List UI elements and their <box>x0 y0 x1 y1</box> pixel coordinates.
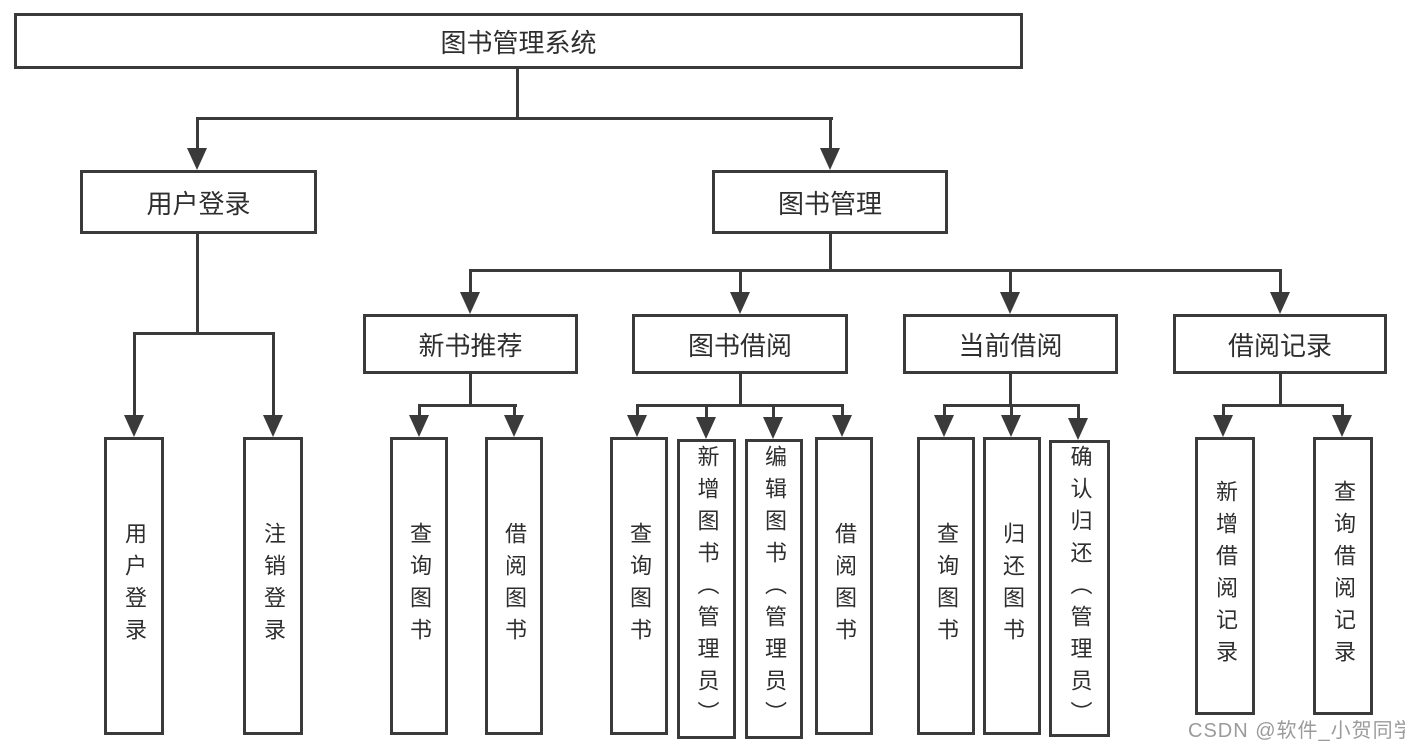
leaf-query-borrow-record: 查询借阅记录 <box>1313 437 1373 715</box>
connector-line <box>1009 374 1012 406</box>
node-label: 当前借阅 <box>958 330 1063 361</box>
node-book-borrowing: 图书借阅 <box>632 314 848 374</box>
leaf-label: 查询借阅记录 <box>1331 480 1356 672</box>
node-label: 借阅记录 <box>1227 330 1332 361</box>
connector-line <box>829 117 832 150</box>
leaf-query-books: 查询图书 <box>610 437 668 735</box>
connector-line <box>841 404 844 418</box>
arrowhead-icon <box>820 148 840 170</box>
arrowhead-icon <box>1068 418 1088 440</box>
connector-line <box>133 332 136 417</box>
connector-line <box>772 404 775 418</box>
connector-line <box>705 404 708 418</box>
connector-line <box>196 117 199 150</box>
leaf-label: 用户登录 <box>122 522 147 650</box>
connector-line <box>196 234 199 334</box>
connector-line <box>1009 269 1012 295</box>
arrowhead-icon <box>763 417 783 439</box>
leaf-borrow-books: 借阅图书 <box>485 437 543 735</box>
connector-line <box>943 404 946 418</box>
node-label: 新书推荐 <box>418 330 523 361</box>
connector-line <box>513 404 516 418</box>
node-label: 用户登录 <box>146 188 251 219</box>
arrowhead-icon <box>696 417 716 439</box>
node-label: 图书管理 <box>777 188 882 219</box>
node-user-login: 用户登录 <box>80 170 317 234</box>
leaf-label: 注销登录 <box>261 522 286 650</box>
arrowhead-icon <box>1001 415 1021 437</box>
connector-line <box>1279 374 1282 406</box>
leaf-return-books: 归还图书 <box>983 437 1041 735</box>
connector-line <box>516 67 519 119</box>
leaf-add-borrow-record: 新增借阅记录 <box>1195 437 1255 715</box>
node-current-borrowing: 当前借阅 <box>903 314 1118 374</box>
leaf-query-books: 查询图书 <box>917 437 975 735</box>
connector-line <box>469 269 472 295</box>
node-borrowing-records: 借阅记录 <box>1173 314 1387 374</box>
leaf-user-login: 用户登录 <box>104 437 164 735</box>
leaf-label: 确认归还（管理员） <box>1067 444 1093 733</box>
connector-line <box>636 404 639 418</box>
arrowhead-icon <box>1332 415 1352 437</box>
connector-line <box>196 117 833 120</box>
leaf-add-books-admin: 新增图书（管理员） <box>677 439 736 739</box>
arrowhead-icon <box>409 415 429 437</box>
leaf-label: 编辑图书（管理员） <box>762 445 787 733</box>
connector-line <box>418 404 421 418</box>
node-label: 图书管理系统 <box>440 27 597 58</box>
leaf-label: 归还图书 <box>1000 522 1025 650</box>
arrowhead-icon <box>263 415 283 437</box>
arrowhead-icon <box>627 415 647 437</box>
arrowhead-icon <box>460 292 480 314</box>
watermark: CSDN @软件_小贺同学 <box>1188 720 1405 742</box>
arrowhead-icon <box>832 415 852 437</box>
leaf-label: 查询图书 <box>627 522 652 650</box>
connector-line <box>1010 404 1013 418</box>
connector-line <box>469 374 472 406</box>
node-root: 图书管理系统 <box>14 13 1023 69</box>
connector-line <box>829 234 832 272</box>
connector-line <box>1077 404 1080 418</box>
leaf-label: 查询图书 <box>934 522 959 650</box>
connector-line <box>133 332 275 335</box>
arrowhead-icon <box>124 415 144 437</box>
connector-line <box>272 332 275 417</box>
arrowhead-icon <box>504 415 524 437</box>
connector-line <box>739 374 742 406</box>
leaf-label: 借阅图书 <box>832 522 857 650</box>
connector-line <box>418 404 517 407</box>
leaf-edit-books-admin: 编辑图书（管理员） <box>745 439 803 739</box>
arrowhead-icon <box>730 292 750 314</box>
arrowhead-icon <box>1270 292 1290 314</box>
leaf-logout: 注销登录 <box>243 437 303 735</box>
node-book-management: 图书管理 <box>712 170 948 234</box>
node-new-book-recommendation: 新书推荐 <box>363 314 578 374</box>
arrowhead-icon <box>934 415 954 437</box>
connector-line <box>636 404 844 407</box>
leaf-borrow-books: 借阅图书 <box>815 437 873 735</box>
leaf-label: 新增借阅记录 <box>1213 480 1238 672</box>
arrowhead-icon <box>1213 415 1233 437</box>
leaf-confirm-return-admin: 确认归还（管理员） <box>1049 440 1110 737</box>
leaf-query-books: 查询图书 <box>390 437 448 735</box>
connector-line <box>1222 404 1225 418</box>
arrowhead-icon <box>1000 292 1020 314</box>
leaf-label: 新增图书（管理员） <box>694 445 720 733</box>
connector-line <box>739 269 742 295</box>
arrowhead-icon <box>187 148 207 170</box>
connector-line <box>1279 269 1282 295</box>
node-label: 图书借阅 <box>687 330 792 361</box>
connector-line <box>469 269 1282 272</box>
leaf-label: 借阅图书 <box>502 522 527 650</box>
connector-line <box>1222 404 1344 407</box>
leaf-label: 查询图书 <box>407 522 432 650</box>
connector-line <box>1341 404 1344 418</box>
